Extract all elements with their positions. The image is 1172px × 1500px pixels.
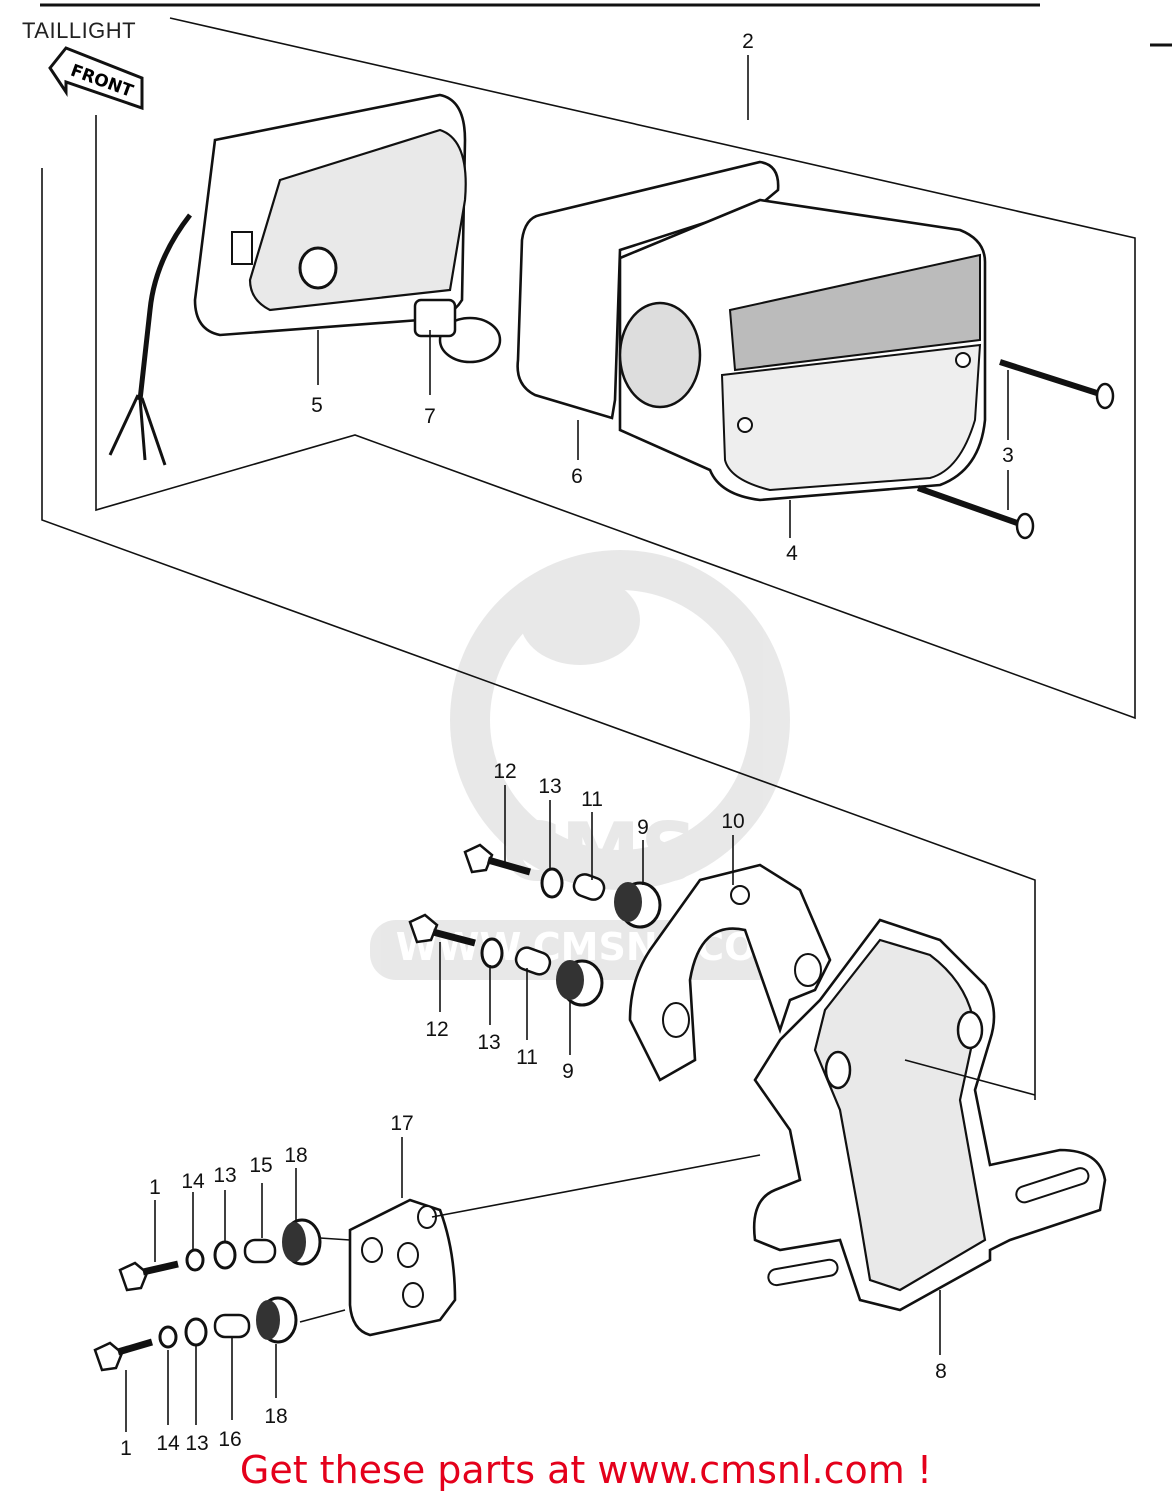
hardware-set-lower-b [93,1296,298,1372]
callout-6: 6 [571,465,583,488]
callout-3: 3 [1002,444,1014,467]
leader-lines [125,55,1036,1432]
diagram-title: TAILLIGHT [22,18,137,43]
callout-1-upper: 1 [149,1176,161,1199]
callout-15: 15 [249,1154,272,1177]
callout-1-lower: 1 [120,1437,132,1460]
callout-5: 5 [311,394,323,417]
callout-13-c: 13 [213,1164,236,1187]
callout-8: 8 [935,1360,947,1383]
callout-18-upper: 18 [284,1144,307,1167]
callout-13-lower: 13 [477,1031,500,1054]
promo-link[interactable]: Get these parts at www.cmsnl.com ! [239,1448,933,1492]
part-6-gasket [516,160,780,420]
hardware-set-lower-a [118,1218,322,1292]
callout-9-lower: 9 [562,1060,574,1083]
hardware-set-middle [408,913,604,1007]
callout-18-lower: 18 [264,1405,287,1428]
callout-2: 2 [742,30,754,53]
callout-14-upper: 14 [181,1170,205,1193]
callout-16: 16 [218,1428,241,1451]
watermark-logo: WWW.CMSNL.COM CMS [370,550,820,980]
callout-12-upper: 12 [493,760,516,783]
part-4-lens [618,198,987,502]
callout-9-upper: 9 [637,816,649,839]
callout-11-lower: 11 [516,1046,538,1069]
callout-12-lower: 12 [425,1018,448,1041]
callout-14-lower: 14 [156,1432,180,1455]
part-8-plate-holder [752,918,1107,1312]
callout-13-d: 13 [185,1432,208,1455]
front-arrow-icon: FRONT [48,46,144,111]
part-3-screws [917,359,1115,540]
part-7-bulb [413,298,502,364]
part-17-plate [348,1198,457,1337]
watermark-text: WWW.CMSNL.COM [396,925,795,969]
callout-10: 10 [721,810,744,833]
part-5-lamp-housing [108,93,467,466]
promo-banner: Get these parts at www.cmsnl.com ! [0,1448,1172,1492]
callout-7: 7 [424,405,436,428]
callout-labels: 2 5 7 6 3 4 12 13 11 9 10 12 13 11 9 17 … [120,30,1014,1460]
callout-4: 4 [786,542,798,565]
callout-17: 17 [390,1112,413,1135]
hardware-set-upper [463,843,662,929]
callout-11-upper: 11 [581,788,603,811]
callout-13-upper: 13 [538,775,561,798]
